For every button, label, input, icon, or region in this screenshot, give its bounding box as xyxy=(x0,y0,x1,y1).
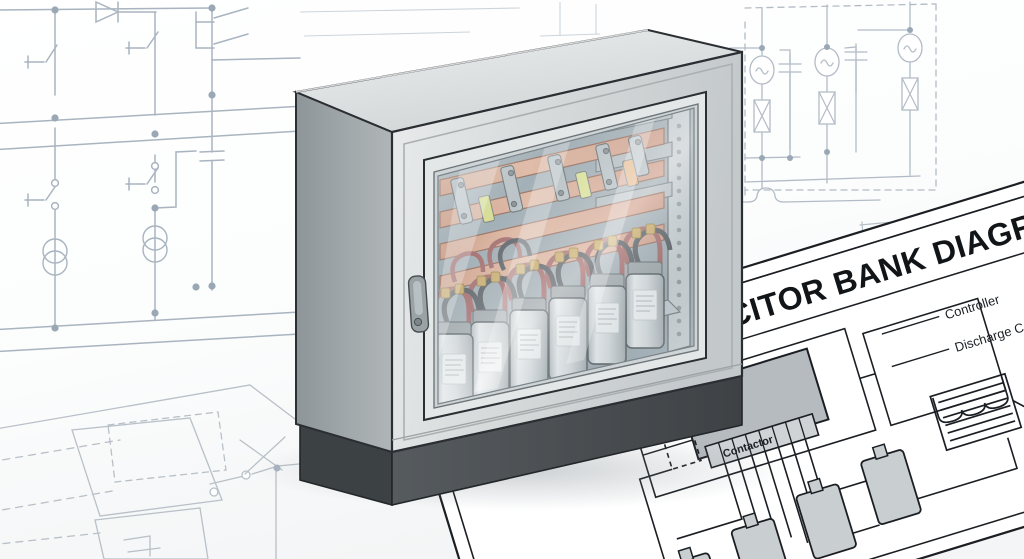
switch-symbol-3 xyxy=(24,178,60,211)
bus-line-4 xyxy=(0,333,301,353)
front-bezel-outline xyxy=(403,62,733,441)
ll-box-solid xyxy=(71,417,223,517)
junction-nodes xyxy=(51,4,216,332)
lower-left-perspective-group xyxy=(0,384,321,559)
diagram-discharge-coil xyxy=(929,372,1024,452)
switch-pair-top-right xyxy=(195,7,249,49)
front-bottom-lip xyxy=(391,363,743,441)
front-bottom-edge xyxy=(391,375,743,453)
capacitor-symbol-r1 xyxy=(778,54,802,159)
top-rail-1 xyxy=(0,7,213,11)
right-schematic-group xyxy=(729,0,937,203)
ll-box-dashed xyxy=(107,411,227,483)
step-link xyxy=(154,150,197,209)
bus-line-2 xyxy=(0,130,301,151)
bus-line-3 xyxy=(0,311,301,331)
right-junction-nodes xyxy=(759,27,913,161)
switch-symbol-1 xyxy=(24,44,58,69)
cabinet-left-side-panel xyxy=(295,90,393,454)
top-edge-highlight xyxy=(295,29,649,93)
diode-symbol xyxy=(95,0,157,24)
handle-lock-icon[interactable] xyxy=(413,317,423,327)
diagram-capacitor-units xyxy=(666,443,922,559)
dashed-boundary xyxy=(744,0,937,191)
capacitor-symbol-left xyxy=(199,59,225,291)
faint-extra-lines xyxy=(299,2,601,37)
left-schematic-group xyxy=(0,0,341,353)
switch-symbol-4 xyxy=(125,161,160,195)
ll-lower-box xyxy=(94,507,209,559)
top-rail-2 xyxy=(211,57,301,61)
bus-line-1 xyxy=(0,103,341,125)
glass-pane[interactable] xyxy=(437,107,695,405)
door-handle[interactable] xyxy=(407,275,430,333)
capacitor-symbol-r2 xyxy=(844,43,868,153)
switch-symbol-2 xyxy=(125,31,159,55)
brace-symbol xyxy=(735,187,881,203)
diagram-lower-rails xyxy=(787,437,1019,559)
